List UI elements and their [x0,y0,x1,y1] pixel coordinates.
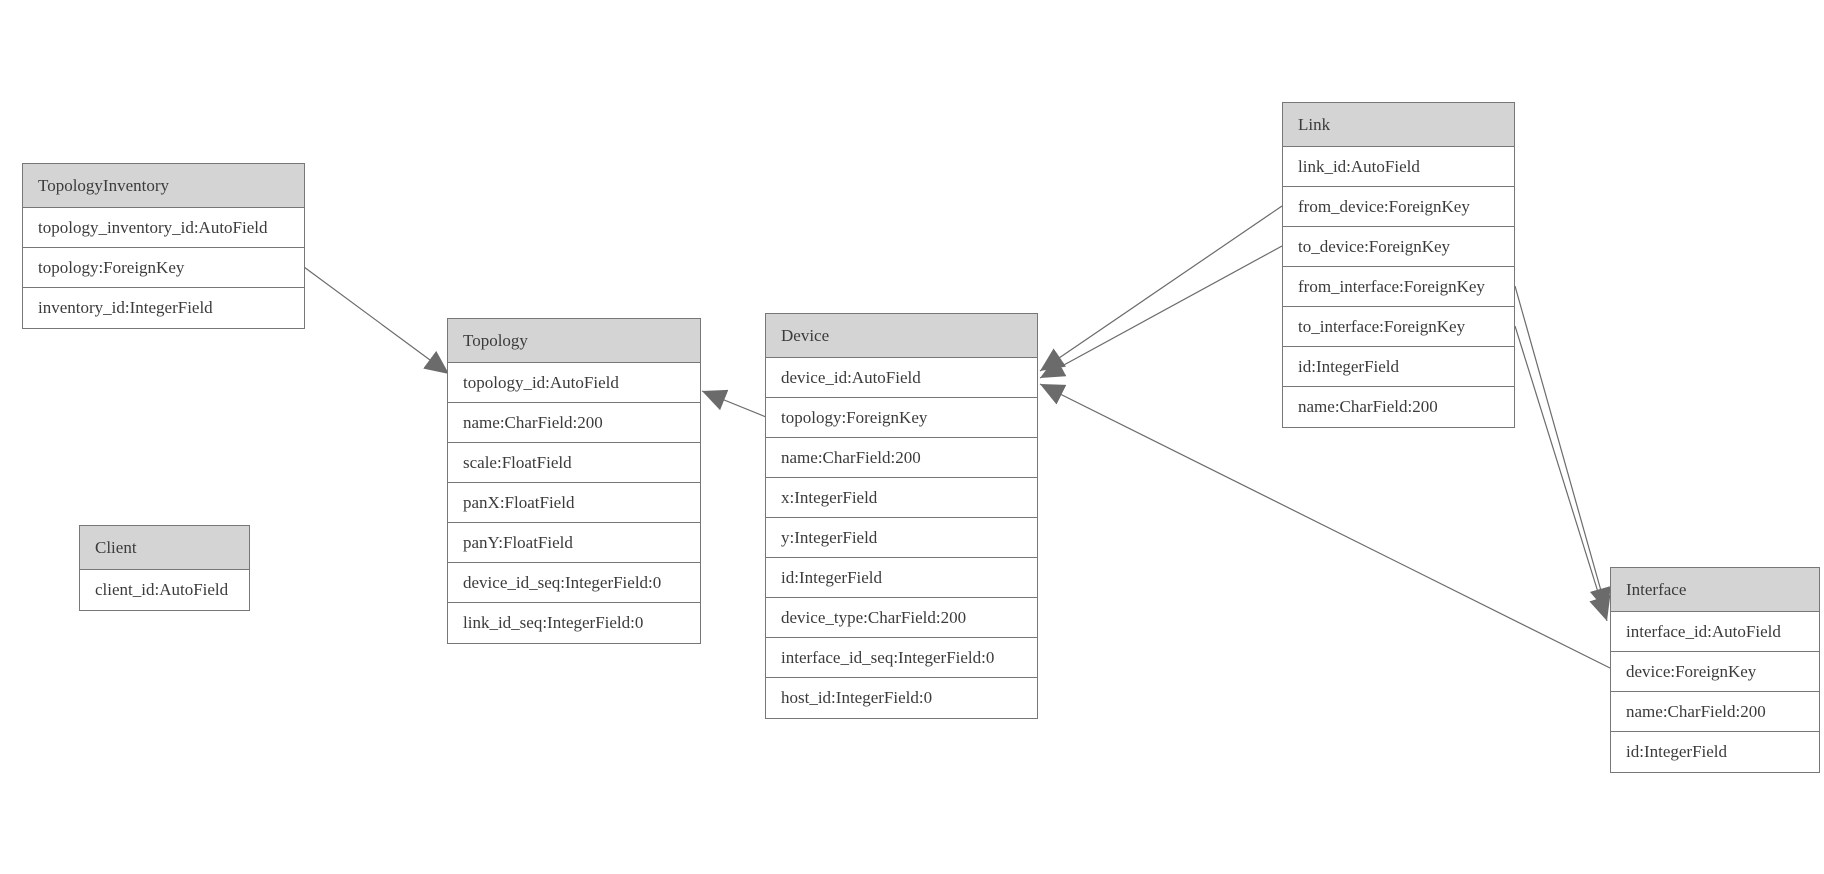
entity-field: inventory_id:IntegerField [38,298,213,317]
entity-field: y:IntegerField [766,518,1037,558]
edge-link-to-interface-to-interface-interface-id [1514,325,1611,622]
entity-field: interface_id_seq:IntegerField:0 [766,638,1037,678]
entity-field: topology_inventory_id:AutoField [23,208,304,248]
edge-link-from-interface-to-interface-interface-id [1514,285,1612,613]
entity-field: topology:ForeignKey [766,398,1037,438]
entity-field: host_id:IntegerField:0 [781,688,933,707]
entity-field: link_id_seq:IntegerField:0 [463,613,644,632]
entity-title: Device [766,314,1037,358]
entity-field: link_id:AutoField [1283,147,1514,187]
entity-title: Topology [448,319,700,363]
entity-field: name:CharField:200 [448,403,700,443]
entity-field: x:IntegerField [766,478,1037,518]
entity-field: id:IntegerField [1626,742,1728,761]
entity-client: Client client_id:AutoField [79,525,250,611]
entity-title: Interface [1611,568,1819,612]
entity-field: from_device:ForeignKey [1283,187,1514,227]
entity-field: name:CharField:200 [1611,692,1819,732]
entity-field: device_id_seq:IntegerField:0 [448,563,700,603]
entity-field: scale:FloatField [448,443,700,483]
entity-field: from_interface:ForeignKey [1283,267,1514,307]
edge-topologyinventory-topology-to-topology-topology-id [303,266,450,375]
entity-field: id:IntegerField [1283,347,1514,387]
entity-title: TopologyInventory [23,164,304,208]
entity-title: Client [80,526,249,570]
entity-field: interface_id:AutoField [1611,612,1819,652]
entity-field: device:ForeignKey [1611,652,1819,692]
entity-field: client_id:AutoField [95,580,229,599]
edge-link-from-device-to-device-device-id [1039,205,1283,372]
entity-field: topology_id:AutoField [448,363,700,403]
entity-field: topology:ForeignKey [23,248,304,288]
entity-field: to_device:ForeignKey [1283,227,1514,267]
entity-field: panX:FloatField [448,483,700,523]
edge-device-topology-to-topology-topology-id [701,389,767,418]
entity-field: id:IntegerField [766,558,1037,598]
entity-field: to_interface:ForeignKey [1283,307,1514,347]
entity-field: name:CharField:200 [766,438,1037,478]
entity-field: device_id:AutoField [766,358,1037,398]
entity-field: device_type:CharField:200 [766,598,1037,638]
entity-title: Link [1283,103,1514,147]
entity-field: name:CharField:200 [1298,397,1438,416]
entity-field: panY:FloatField [448,523,700,563]
edge-link-to-device-to-device-device-id [1039,245,1283,379]
